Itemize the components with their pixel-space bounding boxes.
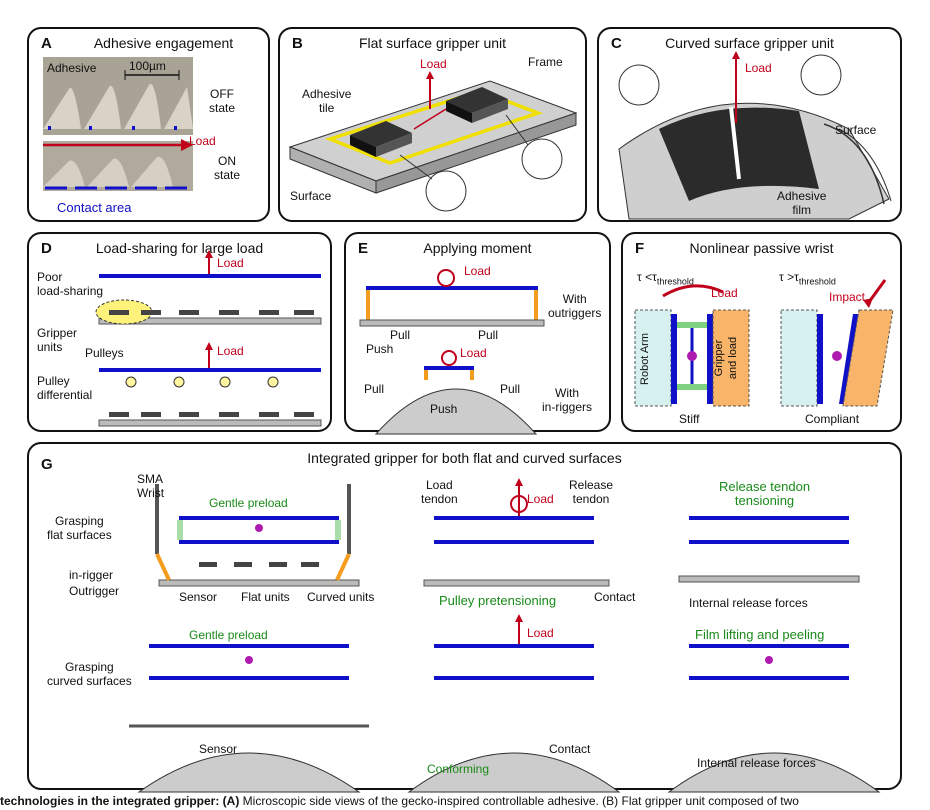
scale-bar-label: 100µm xyxy=(129,59,166,73)
load-sharing-diagram xyxy=(95,250,322,427)
compliant-label: Compliant xyxy=(805,412,860,426)
surface-label: Surface xyxy=(290,189,332,203)
release-tendon-tensioning-label: Release tendon tensioning xyxy=(719,479,811,508)
tau-greater-text: τ >τ xyxy=(779,270,799,284)
grasping-flat-label: Grasping flat surfaces xyxy=(47,514,112,542)
panel-c: C Curved surface gripper unit Load Surfa… xyxy=(597,27,902,222)
load-label-top: Load xyxy=(464,264,491,278)
push-label-1: Push xyxy=(366,342,394,356)
internal-release-forces-label-top: Internal release forces xyxy=(689,596,808,610)
panel-a-letter: A xyxy=(41,35,52,52)
panel-a-title: Adhesive engagement xyxy=(93,35,234,51)
robot-arm-label: Robot Arm xyxy=(638,333,651,385)
caption-bold: technologies in the integrated gripper: … xyxy=(0,794,240,808)
load-label: Load xyxy=(189,134,216,148)
panel-g-title: Integrated gripper for both flat and cur… xyxy=(307,450,622,466)
grasping-curved-label: Grasping curved surfaces xyxy=(47,660,132,688)
outrigger-label: Outrigger xyxy=(69,584,120,598)
panel-d-letter: D xyxy=(41,240,52,257)
curved-gripper-illustration xyxy=(618,51,892,220)
load-label-bottom: Load xyxy=(217,344,244,358)
pulley-differential-label: Pulley differential xyxy=(37,374,93,402)
panel-e-title: Applying moment xyxy=(423,240,532,256)
panel-g: G Integrated gripper for both flat and c… xyxy=(27,442,902,793)
on-state-label: ON state xyxy=(214,154,241,182)
gripper-and-load-label: Gripper and load xyxy=(713,336,740,380)
wrist-diagram xyxy=(634,279,894,407)
internal-release-forces-label-bottom: Internal release forces xyxy=(697,756,816,770)
adhesive-film-label: Adhesive film xyxy=(777,189,827,217)
pull-label-1: Pull xyxy=(390,328,411,342)
film-lifting-label: Film lifting and peeling xyxy=(695,627,825,642)
load-label: Load xyxy=(420,57,447,71)
load-label: Load xyxy=(711,286,738,300)
contact-label-top: Contact xyxy=(594,590,636,604)
surface-label: Surface xyxy=(835,123,877,137)
poor-load-sharing-label: Poor load-sharing xyxy=(37,270,104,298)
release-tendon-label: Release tendon xyxy=(569,478,614,506)
panel-a: A Adhesive engagement Adhesive 100µm OFF… xyxy=(27,27,270,222)
load-label-bottom: Load xyxy=(460,346,487,360)
pulley-pretensioning-label: Pulley pretensioning xyxy=(439,593,557,608)
panel-c-letter: C xyxy=(611,35,622,52)
conforming-label: Conforming xyxy=(427,762,490,776)
gentle-preload-label-bottom: Gentle preload xyxy=(189,628,268,642)
panel-f-letter: F xyxy=(635,240,645,257)
load-label-top: Load xyxy=(217,256,244,270)
pull-label-3: Pull xyxy=(364,382,385,396)
moment-diagram xyxy=(359,269,545,435)
panel-d: D Load-sharing for large load Load Poor … xyxy=(27,232,332,432)
sensor-label-top: Sensor xyxy=(179,590,218,604)
caption-rest: Microscopic side views of the gecko-insp… xyxy=(239,794,799,808)
flat-units-label: Flat units xyxy=(241,590,290,604)
with-inriggers-label: With in-riggers xyxy=(542,386,593,414)
impact-label: Impact xyxy=(829,290,866,304)
threshold-sub-1: threshold xyxy=(656,276,694,287)
inrigger-label: in-rigger xyxy=(69,568,114,582)
panel-b-title: Flat surface gripper unit xyxy=(358,35,507,51)
gripper-units-label: Gripper units xyxy=(37,326,78,354)
panel-e-letter: E xyxy=(358,240,369,257)
pull-label-4: Pull xyxy=(500,382,521,396)
tau-less-label: τ <τthreshold xyxy=(637,270,694,288)
gentle-preload-label-top: Gentle preload xyxy=(209,496,288,510)
contact-label-bottom: Contact xyxy=(549,742,591,756)
sensor-label-bottom: Sensor xyxy=(199,742,238,756)
threshold-sub-2: threshold xyxy=(798,276,836,287)
stiff-label: Stiff xyxy=(679,412,700,426)
panel-c-title: Curved surface gripper unit xyxy=(665,35,834,51)
panel-g-letter: G xyxy=(41,456,53,473)
contact-area-label: Contact area xyxy=(57,200,132,215)
figure-caption: technologies in the integrated gripper: … xyxy=(0,794,930,810)
frame-label: Frame xyxy=(528,55,563,69)
pull-label-2: Pull xyxy=(478,328,499,342)
with-outriggers-label: With outriggers xyxy=(548,292,602,320)
panel-f-title: Nonlinear passive wrist xyxy=(689,240,834,256)
panel-f: F Nonlinear passive wrist τ <τthreshold … xyxy=(621,232,902,432)
adhesive-tile-label: Adhesive tile xyxy=(302,87,352,115)
tau-greater-label: τ >τthreshold xyxy=(779,270,836,288)
adhesive-label: Adhesive xyxy=(47,61,97,75)
panel-b-letter: B xyxy=(292,35,303,52)
off-state-label: OFF state xyxy=(209,87,236,115)
panel-b: B Flat surface gripper unit Load Frame A… xyxy=(278,27,587,222)
push-label-2: Push xyxy=(430,402,458,416)
panel-d-title: Load-sharing for large load xyxy=(95,240,264,256)
adhesive-micrograph xyxy=(43,57,193,191)
panel-e: E Applying moment Load With outriggers P… xyxy=(344,232,611,435)
load-label: Load xyxy=(745,61,772,75)
load-label-g-bottom: Load xyxy=(527,626,554,640)
sma-wrist-label: SMA Wrist xyxy=(137,472,165,500)
tau-less-text: τ <τ xyxy=(637,270,657,284)
flat-gripper-illustration xyxy=(288,71,578,212)
load-label-g-top: Load xyxy=(527,492,554,506)
load-tendon-label: Load tendon xyxy=(421,478,458,506)
pulleys-label: Pulleys xyxy=(85,346,124,360)
integrated-gripper-diagram xyxy=(129,478,881,793)
curved-units-label: Curved units xyxy=(307,590,375,604)
